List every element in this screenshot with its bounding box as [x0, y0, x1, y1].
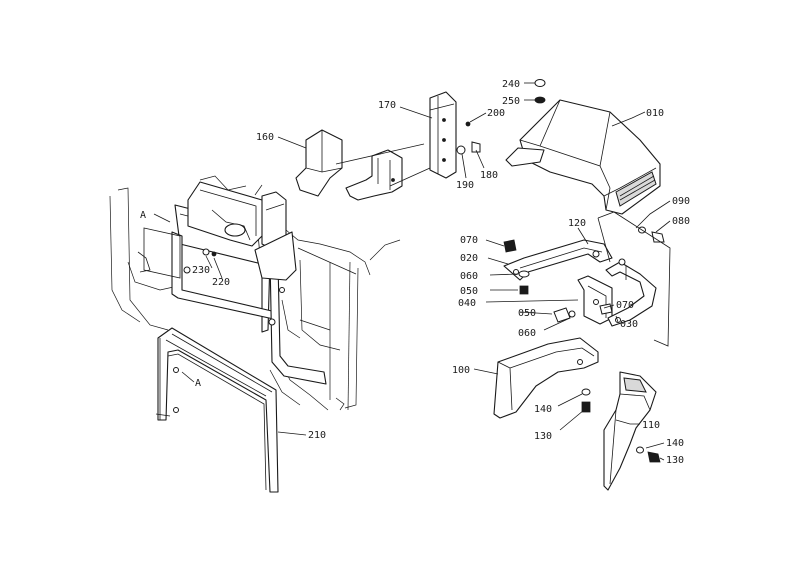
hardware-fasteners — [202, 79, 665, 463]
callout-050-upper: 050 — [460, 286, 478, 297]
washer-060a — [518, 270, 530, 278]
part-center-mount-bracket — [345, 149, 403, 201]
part-040-lower-bracket — [577, 275, 613, 325]
reference-mark-a-lower: A — [195, 378, 201, 389]
callout-180: 180 — [480, 170, 498, 181]
grommet-070a — [503, 239, 517, 253]
bolt-130a — [581, 401, 591, 413]
callout-230: 230 — [192, 265, 210, 276]
callout-210: 210 — [308, 430, 326, 441]
callout-170: 170 — [378, 100, 396, 111]
callout-250: 250 — [502, 96, 520, 107]
callout-140-right: 140 — [666, 438, 684, 449]
bolt-230 — [202, 248, 210, 256]
part-030-hoop-bracket — [605, 258, 657, 327]
callout-020: 020 — [460, 253, 478, 264]
callout-140-left: 140 — [534, 404, 552, 415]
callout-240: 240 — [502, 79, 520, 90]
callout-070-lower: 070 — [616, 300, 634, 311]
callout-110: 110 — [642, 420, 660, 431]
callout-070-upper: 070 — [460, 235, 478, 246]
callout-190: 190 — [456, 180, 474, 191]
washer-240 — [534, 79, 546, 87]
callout-160: 160 — [256, 132, 274, 143]
callout-090: 090 — [672, 196, 690, 207]
part-210-seal-frame — [155, 327, 279, 493]
callout-200: 200 — [487, 108, 505, 119]
bolt-130b — [647, 451, 661, 463]
washer-140b — [636, 446, 644, 454]
radiator-support-frame — [137, 181, 327, 385]
washer-220 — [211, 251, 217, 257]
callout-220: 220 — [212, 277, 230, 288]
callout-130-left: 130 — [534, 431, 552, 442]
callout-labels: 240 250 010 170 200 160 190 180 090 080 … — [140, 79, 690, 466]
part-110-side-panel-right — [603, 371, 657, 491]
callout-130-right: 130 — [666, 455, 684, 466]
part-100-side-panel-left — [493, 337, 599, 419]
callout-120: 120 — [568, 218, 586, 229]
bolt-200 — [465, 121, 471, 127]
grommet-070b — [599, 303, 613, 315]
callout-040: 040 — [458, 298, 476, 309]
part-170-upright-bracket — [429, 91, 457, 179]
bolt-050a — [519, 285, 529, 295]
leader-lines — [153, 82, 671, 461]
washer-190 — [456, 145, 466, 155]
callout-010: 010 — [646, 108, 664, 119]
part-010-hood — [505, 99, 661, 215]
bolt-180 — [471, 141, 481, 153]
callout-030: 030 — [620, 319, 638, 330]
washer-140a — [581, 388, 591, 396]
callout-060-upper: 060 — [460, 271, 478, 282]
nut-250 — [534, 96, 546, 104]
chassis-reference-outline — [109, 175, 401, 411]
bolt-050b — [553, 307, 571, 323]
washer-060b — [568, 310, 576, 318]
callout-050-lower: 050 — [518, 308, 536, 319]
subassembly-frame — [597, 211, 671, 347]
callout-080: 080 — [672, 216, 690, 227]
reference-mark-a-upper: A — [140, 210, 146, 221]
part-160-cover — [295, 129, 343, 197]
callout-060-lower: 060 — [518, 328, 536, 339]
bolt-080 — [651, 231, 665, 243]
callout-100: 100 — [452, 365, 470, 376]
